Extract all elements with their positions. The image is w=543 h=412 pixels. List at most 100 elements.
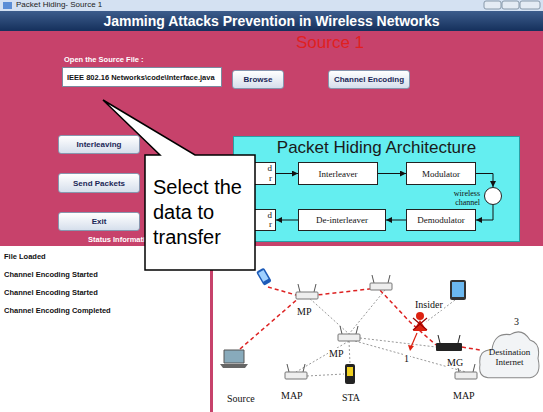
station-phone-icon xyxy=(345,364,355,384)
browse-button: Browse xyxy=(232,70,284,89)
node-text: d r xyxy=(266,211,272,230)
node-text: Browse xyxy=(244,75,273,84)
router-icon xyxy=(296,284,318,299)
field-label: Open the Source File : xyxy=(64,55,144,64)
mesh-gateway-icon xyxy=(436,335,462,351)
close-button xyxy=(520,1,540,9)
node-text: Destination Internet xyxy=(478,348,541,368)
node-label: MAP xyxy=(452,390,476,401)
signal-arrow xyxy=(378,173,406,174)
insider-head xyxy=(416,312,424,320)
insider-arrow xyxy=(411,333,417,347)
signal-arrow xyxy=(476,205,493,220)
demodulator-block: Demodulator xyxy=(406,209,476,231)
attack-route xyxy=(240,287,480,350)
source-heading: Source 1 xyxy=(280,33,380,53)
mesh-link xyxy=(355,341,466,372)
mesh-links xyxy=(296,290,466,376)
header-band xyxy=(0,11,543,31)
window-title: Packet Hiding- Source 1 xyxy=(16,0,102,10)
node-text: Interleaving xyxy=(77,140,122,149)
title-bar xyxy=(0,0,543,11)
phone-body xyxy=(256,268,272,286)
node-text: Modulator xyxy=(422,169,460,179)
channel-encoding-button: Channel Encoding xyxy=(328,70,410,89)
route-line xyxy=(268,287,296,295)
laptop-icon xyxy=(220,350,248,368)
node-text: De-interleaver xyxy=(316,215,368,225)
insider-body xyxy=(413,320,427,331)
callout-shape xyxy=(103,100,255,270)
mesh-link xyxy=(349,341,350,364)
phone-screen xyxy=(258,270,268,282)
status-panel: File LoadedChannel Encoding StartedChann… xyxy=(0,246,210,412)
wireless-channel: wireless channel xyxy=(484,187,502,205)
node-label: MG xyxy=(446,357,464,368)
router-icon xyxy=(338,326,360,341)
signal-arrow xyxy=(386,220,406,221)
laptop-base xyxy=(220,364,248,368)
station-body xyxy=(345,364,355,384)
mesh-link xyxy=(360,338,436,347)
channel-circle xyxy=(485,188,502,205)
art-stroke xyxy=(458,335,460,343)
node-text: Channel Encoding Started xyxy=(4,270,206,279)
route-line xyxy=(240,288,436,349)
node-label: Source xyxy=(226,393,256,404)
node-label: MP xyxy=(328,348,344,359)
node-text: Select the data to transfer xyxy=(153,175,247,250)
tablet-icon xyxy=(450,280,466,300)
signal-arrow xyxy=(276,173,298,174)
mesh-link xyxy=(349,290,385,334)
exit-button: Exit xyxy=(58,212,140,231)
insider-cross xyxy=(413,318,427,330)
channel-circle-svg xyxy=(484,187,502,205)
signal-arrow xyxy=(476,174,493,188)
insider-figure xyxy=(408,312,427,351)
file-path-field: IEEE 802.16 Networks\code\Interface.java xyxy=(62,67,222,87)
network-panel xyxy=(213,246,543,412)
node-label: STA xyxy=(341,392,361,403)
node-text: Channel Encoding Completed xyxy=(4,306,206,315)
node-text: Interleaver xyxy=(319,169,358,179)
node-text: Packet Hiding Architecture xyxy=(234,139,519,158)
callout-number: 1 xyxy=(403,353,410,364)
node-text: IEEE 802.16 Networks\code\Interface.java xyxy=(67,73,215,82)
callout-number: 3 xyxy=(513,316,520,327)
window-icon xyxy=(3,2,12,9)
route-line xyxy=(462,347,480,350)
laptop-screen xyxy=(224,350,244,363)
destination-cloud: Destination Internet xyxy=(478,326,541,382)
node-label: MP xyxy=(296,306,312,317)
node-text: wireless channel xyxy=(440,189,480,207)
node-text: Exit xyxy=(92,217,107,226)
router-icon xyxy=(285,364,307,379)
node-text: d r xyxy=(266,164,272,183)
insider-arrowhead xyxy=(408,345,414,351)
callout-box: Select the data to transfer xyxy=(145,155,255,270)
gateway-body xyxy=(436,343,462,351)
interleaving-button: Interleaving xyxy=(58,135,140,154)
deinterleaver-block: De-interleaver xyxy=(298,209,386,231)
app-title: Jamming Attacks Prevention in Wireless N… xyxy=(0,11,543,31)
mesh-link xyxy=(307,296,349,334)
node-text: Demodulator xyxy=(417,215,465,225)
maximize-button xyxy=(502,1,519,9)
node-text: Channel Encoding xyxy=(334,75,404,84)
minimize-button xyxy=(484,1,501,9)
node-text: Channel Encoding Started xyxy=(4,288,206,297)
signal-arrow xyxy=(276,220,298,221)
node-label: Insider xyxy=(414,299,444,310)
tablet-body xyxy=(450,280,466,300)
tablet-screen xyxy=(452,282,464,297)
send-packets-button: Send Packets xyxy=(58,173,140,193)
node-text: Send Packets xyxy=(73,179,125,188)
station-screen xyxy=(347,367,353,376)
phone-icon xyxy=(256,268,272,286)
node-label: MAP xyxy=(280,390,304,401)
router-icon xyxy=(370,275,392,290)
mesh-link xyxy=(307,374,344,376)
modulator-block: Modulator xyxy=(406,162,476,185)
art-stroke xyxy=(438,335,440,343)
architecture-panel: Packet Hiding Architecture d r Interleaver… xyxy=(233,136,520,242)
